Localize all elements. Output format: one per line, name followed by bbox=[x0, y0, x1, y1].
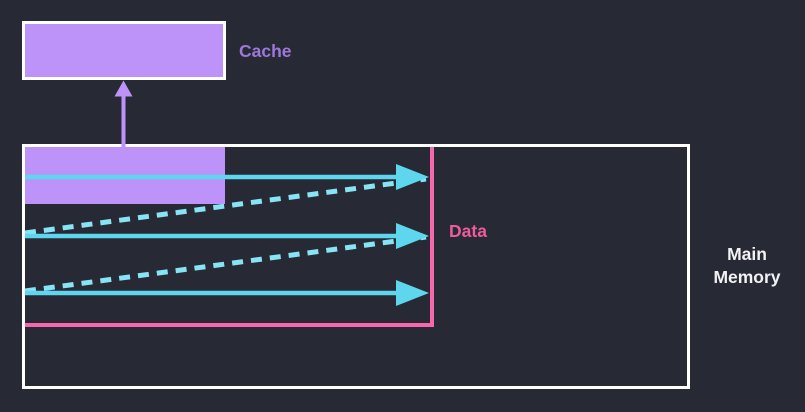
read-arrow-row1 bbox=[25, 164, 429, 190]
read-arrow-row2 bbox=[25, 223, 429, 249]
data-label: Data bbox=[449, 221, 487, 241]
read-arrow-row3 bbox=[25, 280, 429, 306]
read-arrow-row1-head-icon bbox=[396, 164, 429, 190]
read-arrow-row2-head-icon bbox=[396, 223, 429, 249]
cache-box bbox=[22, 21, 226, 80]
wrap-arrow-row2-to-row1 bbox=[24, 176, 427, 236]
load-to-cache-arrowhead-icon bbox=[114, 80, 133, 97]
wrap-arrow-row3-to-row2 bbox=[24, 234, 427, 294]
main-memory-label: Main Memory bbox=[713, 244, 781, 287]
read-arrow-row3-head-icon bbox=[396, 280, 429, 306]
cache-label: Cache bbox=[239, 41, 292, 61]
main-memory-box bbox=[22, 144, 690, 389]
